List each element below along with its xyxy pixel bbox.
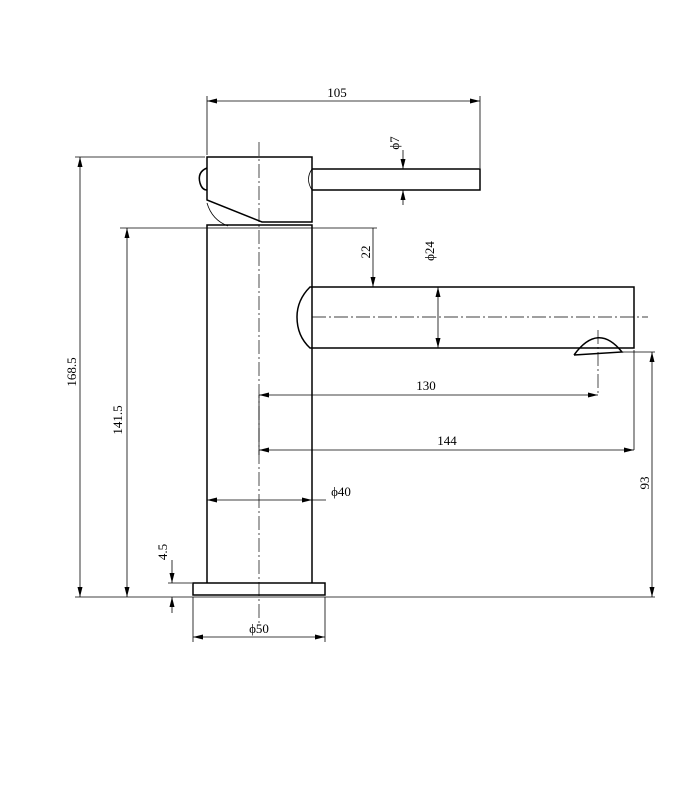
dim-base-thickness: 4.5 (155, 544, 170, 560)
tap-body (206, 224, 313, 583)
handle-knob (198, 167, 208, 191)
dim-total-height: 168.5 (64, 357, 79, 386)
handle-head (206, 156, 313, 223)
dim-spout-reach-144: 144 (437, 433, 457, 448)
dimension-labels: 105 ϕ7 168.5 141.5 22 ϕ24 130 144 93 ϕ40… (64, 85, 652, 636)
dim-base-diameter: ϕ50 (249, 621, 269, 636)
handle-taper (206, 202, 229, 227)
lever-joint (308, 168, 313, 191)
dim-lever-diameter: ϕ7 (387, 136, 402, 150)
centre-lines (258, 142, 648, 625)
lever-arm (312, 168, 481, 191)
dim-handle-reach: 105 (327, 85, 347, 100)
dim-outlet-height: 93 (637, 477, 652, 490)
dim-spout-reach-130: 130 (416, 378, 436, 393)
tap-outline (192, 156, 635, 596)
dim-spout-diameter: ϕ24 (422, 241, 437, 261)
dim-body-height: 141.5 (110, 405, 125, 434)
spout (296, 286, 635, 349)
aerator-outlet (573, 337, 624, 356)
dim-lever-clearance: 22 (358, 246, 373, 259)
dimension-lines (77, 98, 655, 640)
dim-body-diameter: ϕ40 (331, 484, 351, 499)
